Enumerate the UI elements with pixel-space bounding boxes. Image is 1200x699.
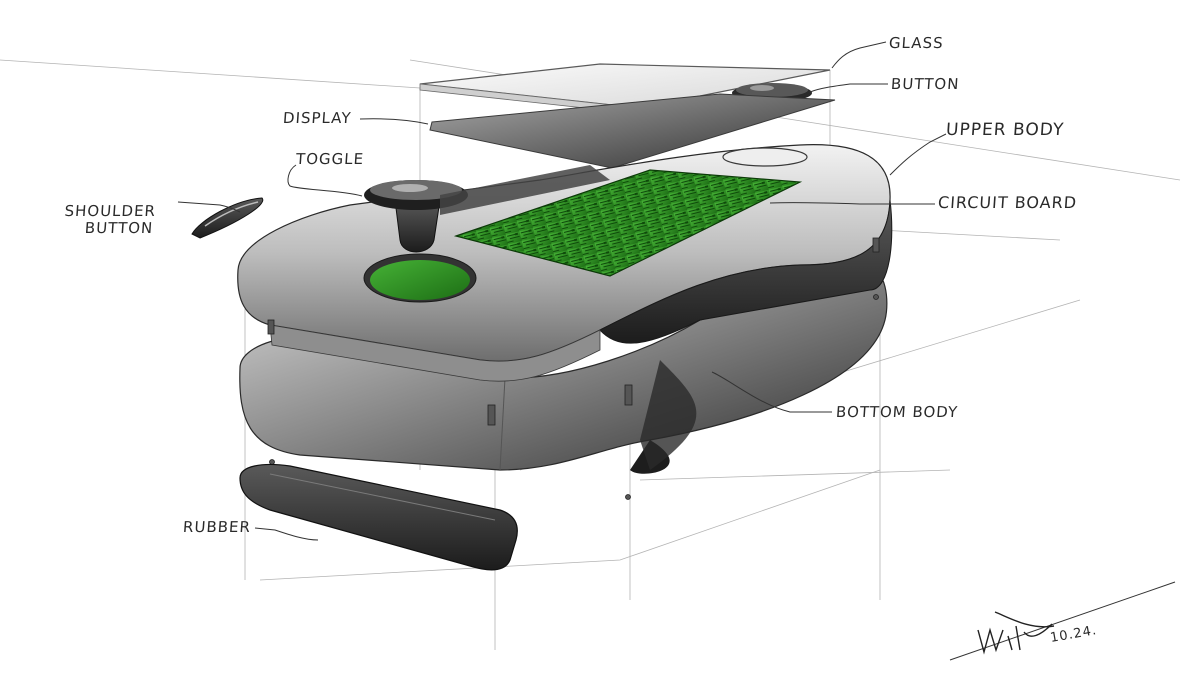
signature-scribble	[977, 611, 1055, 655]
leader-lines	[177, 41, 1176, 661]
label-bottom-body: BOTTOM BODY	[835, 403, 959, 421]
label-shoulder-line2: BUTTON	[84, 219, 154, 237]
posts	[267, 237, 880, 535]
display-panel	[429, 93, 836, 169]
label-circuit-board: CIRCUIT BOARD	[937, 193, 1078, 212]
circuit-board	[453, 169, 803, 277]
label-glass: GLASS	[888, 34, 945, 52]
label-upper-body: UPPER BODY	[945, 120, 1065, 140]
rubber-part	[239, 463, 518, 571]
label-shoulder-button: SHOULDER BUTTON	[63, 202, 157, 237]
label-rubber: RUBBER	[182, 518, 252, 536]
label-toggle: TOGGLE	[295, 150, 365, 168]
label-shoulder-line1: SHOULDER	[63, 202, 157, 220]
label-button: BUTTON	[890, 75, 961, 93]
label-display: DISPLAY	[282, 109, 353, 127]
shoulder-button-part	[191, 197, 264, 239]
